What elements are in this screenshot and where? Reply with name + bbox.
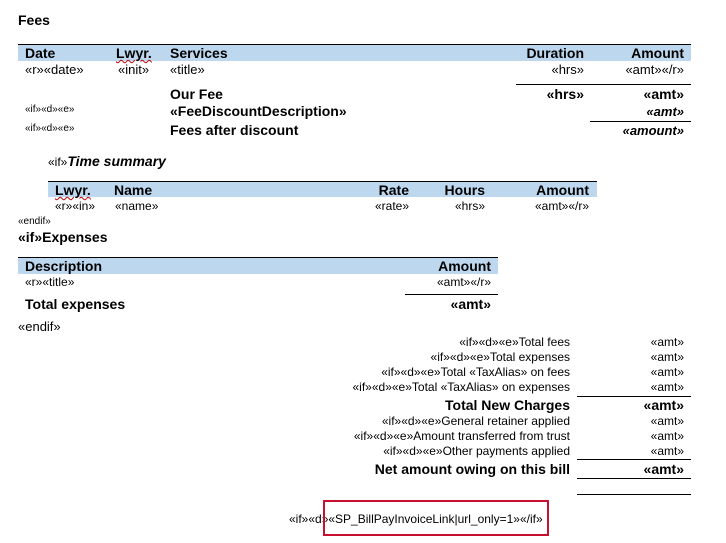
time-header-band xyxy=(48,181,597,197)
summary-trust-amt: «amt» xyxy=(650,429,684,443)
summary-retainer-label: «if»«d»«e»General retainer applied xyxy=(381,414,570,428)
summary-net-owing-amt: «amt» xyxy=(643,461,684,477)
pay-link-field[interactable]: «SP_BillPayInvoiceLink|url_only=1» xyxy=(328,512,520,526)
discount-amt: «amt» xyxy=(646,104,684,119)
our-fee-rule xyxy=(516,84,691,85)
time-summary-heading: Time summary xyxy=(67,153,166,169)
highlight-box xyxy=(323,500,549,536)
pay-link-prefix: «if»«d» xyxy=(289,512,329,526)
fees-header-rule xyxy=(18,44,691,45)
fees-col-lwyr: Lwyr. xyxy=(116,45,152,61)
after-discount-tag: «if»«d»«e» xyxy=(25,123,75,134)
summary-total-fees-label: «if»«d»«e»Total fees xyxy=(459,335,570,349)
expenses-header-band xyxy=(18,257,498,274)
discount-label: «FeeDiscountDescription» xyxy=(170,103,347,119)
fees-col-services: Services xyxy=(170,45,228,61)
summary-tax-expenses-amt: «amt» xyxy=(650,380,684,394)
time-row-rate: «rate» xyxy=(374,199,409,213)
our-fee-label: Our Fee xyxy=(170,86,223,102)
time-row-hrs: «hrs» xyxy=(454,199,485,213)
fees-col-date: Date xyxy=(25,45,56,61)
time-col-amount: Amount xyxy=(536,182,589,198)
our-fee-hrs: «hrs» xyxy=(546,86,584,102)
summary-net-owing-label: Net amount owing on this bill xyxy=(374,461,570,477)
time-row-lwyr: «r»«in» xyxy=(55,199,96,213)
pay-link-suffix: «/if» xyxy=(519,512,543,526)
summary-total-fees-amt: «amt» xyxy=(650,335,684,349)
discount-tag: «if»«d»«e» xyxy=(25,104,75,115)
time-row-name: «name» xyxy=(115,199,159,213)
summary-other-payments-amt: «amt» xyxy=(650,444,684,458)
expenses-total-label: Total expenses xyxy=(25,296,126,312)
fees-row-date: «r»«date» xyxy=(25,62,84,77)
fees-heading: Fees xyxy=(18,12,50,28)
time-col-hours: Hours xyxy=(444,182,485,198)
time-row-amt: «amt»«/r» xyxy=(534,199,589,213)
time-summary-endif: «endif» xyxy=(18,216,51,227)
expenses-col-amount: Amount xyxy=(438,258,491,274)
time-summary-tag: «if» xyxy=(48,155,68,169)
time-header-rule xyxy=(48,181,597,182)
summary-tax-fees-label: «if»«d»«e»Total «TaxAlias» on fees xyxy=(381,365,570,379)
time-col-rate: Rate xyxy=(378,182,409,198)
after-discount-rule xyxy=(590,121,691,122)
our-fee-amt: «amt» xyxy=(643,86,684,102)
expenses-col-description: Description xyxy=(25,258,103,274)
summary-tax-fees-amt: «amt» xyxy=(650,365,684,379)
net-owing-rule xyxy=(577,459,691,460)
pay-link-line: «if»«d»«SP_BillPayInvoiceLink|url_only=1… xyxy=(289,513,543,525)
net-owing-double-rule-bottom xyxy=(577,494,691,495)
time-summary-heading-row: «if»Time summary xyxy=(48,154,166,170)
summary-trust-label: «if»«d»«e»Amount transferred from trust xyxy=(353,429,570,443)
summary-total-expenses-amt: «amt» xyxy=(650,350,684,364)
summary-new-charges-amt: «amt» xyxy=(643,397,684,413)
net-owing-double-rule-top xyxy=(577,478,691,479)
new-charges-rule xyxy=(577,396,691,397)
after-discount-amt: «amount» xyxy=(622,123,684,138)
time-col-name: Name xyxy=(114,182,153,198)
expenses-total-amt: «amt» xyxy=(450,296,491,312)
expenses-header-rule xyxy=(18,257,498,258)
expenses-row-amt: «amt»«/r» xyxy=(436,275,491,289)
summary-new-charges-label: Total New Charges xyxy=(445,397,570,413)
time-col-lwyr: Lwyr. xyxy=(55,182,91,198)
after-discount-label: Fees after discount xyxy=(170,122,299,138)
summary-retainer-amt: «amt» xyxy=(650,414,684,428)
summary-total-expenses-label: «if»«d»«e»Total expenses xyxy=(430,350,570,364)
fees-row-hrs: «hrs» xyxy=(551,62,584,77)
fees-row-title: «title» xyxy=(170,62,205,77)
fees-col-amount: Amount xyxy=(631,45,684,61)
summary-other-payments-label: «if»«d»«e»Other payments applied xyxy=(383,444,570,458)
expenses-endif: «endif» xyxy=(18,319,61,334)
expenses-row-title: «r»«title» xyxy=(25,275,75,289)
expenses-total-rule xyxy=(405,294,498,295)
fees-row-amt: «amt»«/r» xyxy=(625,62,684,77)
summary-tax-expenses-label: «if»«d»«e»Total «TaxAlias» on expenses xyxy=(352,380,571,394)
fees-header-band xyxy=(18,44,691,61)
expenses-heading: «if»Expenses xyxy=(18,229,108,245)
fees-row-init: «init» xyxy=(118,62,150,77)
fees-col-duration: Duration xyxy=(526,45,584,61)
